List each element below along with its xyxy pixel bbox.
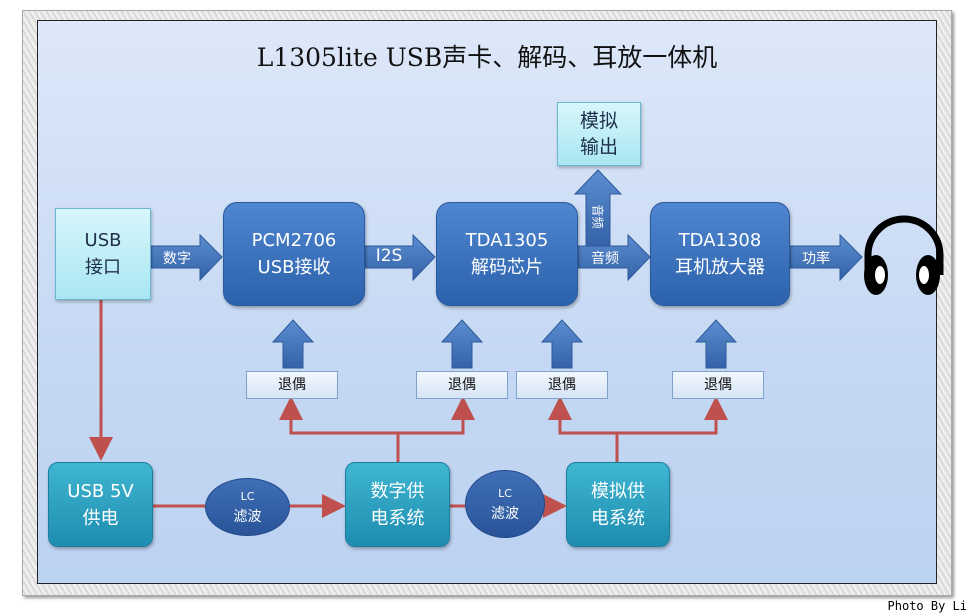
arrow-i2s xyxy=(364,233,436,282)
arrow-label-i2s: I2S xyxy=(375,246,403,266)
arrow-up-tda1308 xyxy=(694,319,738,369)
arrow-up-pcm xyxy=(271,319,315,369)
decoupling-tda1305-analog: 退偶 xyxy=(516,371,608,399)
decoupling-tda1308: 退偶 xyxy=(672,371,764,399)
arrow-power xyxy=(789,233,863,282)
arrow-label-digital: 数字 xyxy=(163,251,191,267)
arrow-label-power: 功率 xyxy=(802,251,830,267)
photo-credit: Photo By Li xyxy=(887,599,967,613)
arrow-label-audio: 音频 xyxy=(591,251,619,267)
diagram-title: L1305lite USB声卡、解码、耳放一体机 xyxy=(256,43,718,72)
arrow-up-tda1305-a xyxy=(540,319,584,369)
analog-output-block: 模拟输出 xyxy=(557,102,641,166)
analog-supply-block: 模拟供电系统 xyxy=(566,462,670,547)
decoupling-pcm: 退偶 xyxy=(246,371,338,399)
arrow-label-audio-up: 音频 xyxy=(590,204,605,229)
headphone-icon xyxy=(864,215,944,295)
arrow-digital xyxy=(150,233,223,282)
wire-digital-bracket xyxy=(289,403,465,462)
wire-analog-bracket xyxy=(558,403,718,462)
decoupling-tda1305-digital: 退偶 xyxy=(416,371,508,399)
arrow-up-tda1305-d xyxy=(440,319,484,369)
arrow-audio-up xyxy=(573,169,623,247)
digital-supply-block: 数字供电系统 xyxy=(345,462,450,547)
